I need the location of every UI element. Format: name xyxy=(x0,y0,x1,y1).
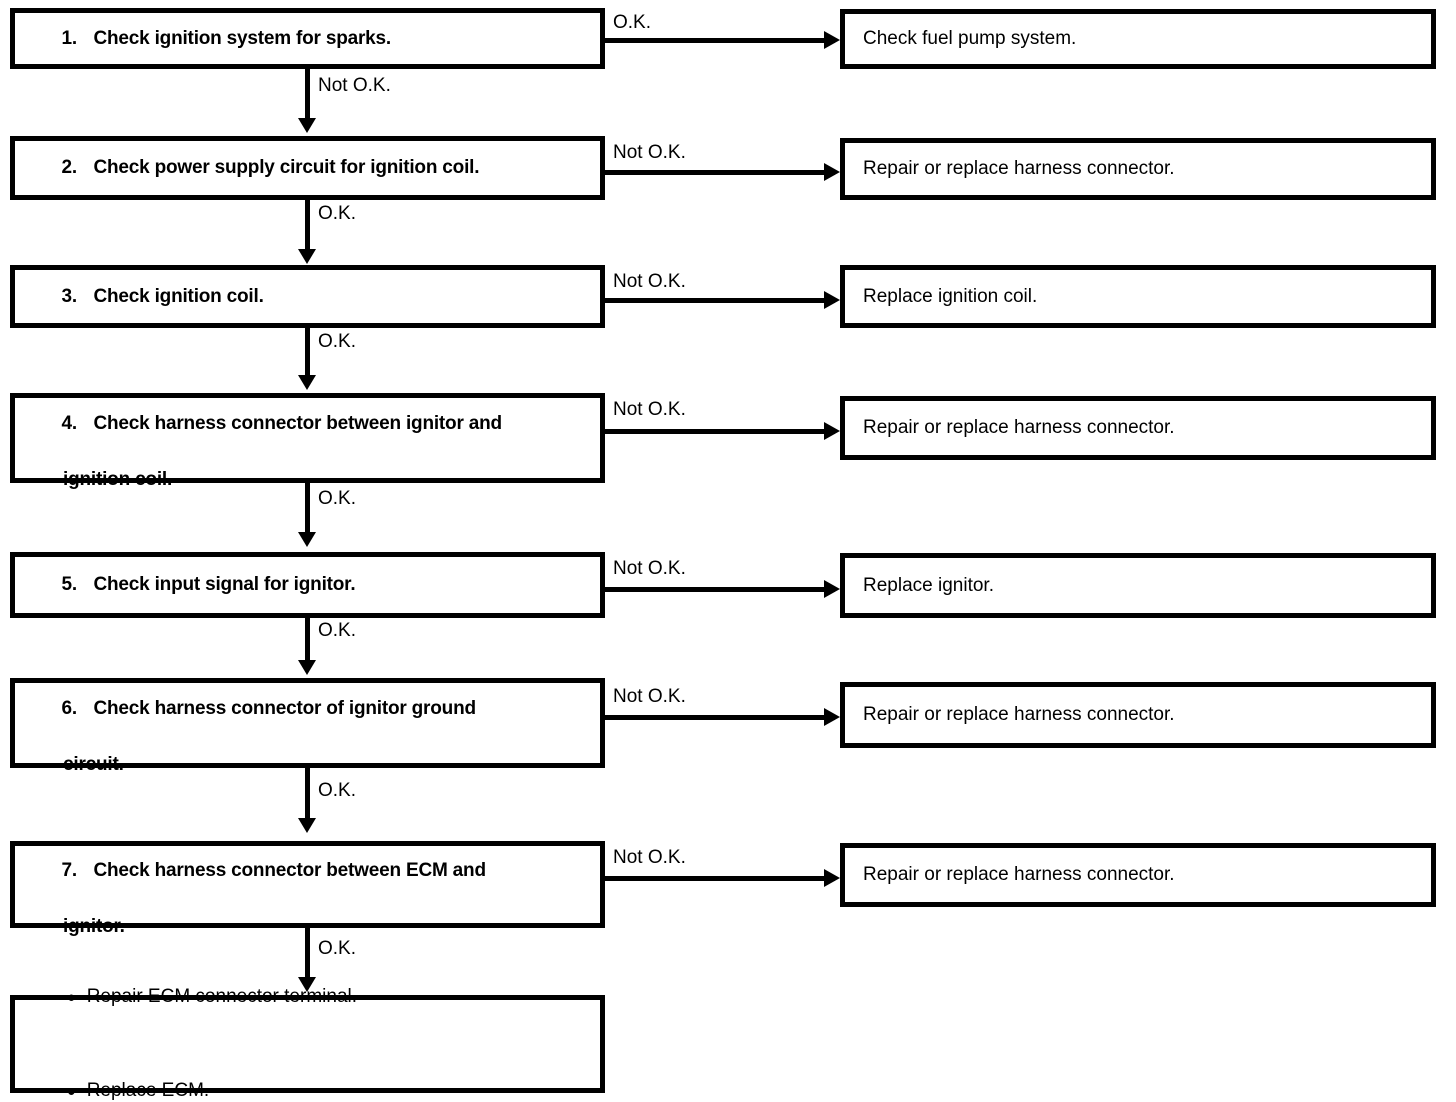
edge-label-5-down: O.K. xyxy=(318,620,357,641)
arrow-down-2 xyxy=(298,249,316,264)
connector-1-down xyxy=(305,69,310,121)
arrow-down-3 xyxy=(298,375,316,390)
edge-label-3-down: O.K. xyxy=(318,331,357,352)
step-2-label: Check power supply circuit for ignition … xyxy=(93,157,480,178)
result-5-label: Replace ignitor. xyxy=(863,574,994,596)
result-box-4[interactable]: Repair or replace harness connector. xyxy=(840,396,1436,460)
final-action-box[interactable]: ● Repair ECM connector terminal. ● Replace… xyxy=(10,986,605,1101)
result-6-label: Repair or replace harness connector. xyxy=(863,704,1175,725)
result-box-6[interactable]: Repair or replace harness connector. xyxy=(840,682,1436,748)
step-5-number: 5. xyxy=(61,574,77,595)
arrow-right-5 xyxy=(824,580,840,598)
edge-label-4-branch: Not O.K. xyxy=(613,399,686,420)
step-3-text: 3. Check ignition coil. xyxy=(15,255,600,339)
step-6-text: 6. Check harness connector of ignitor gro… xyxy=(15,667,600,751)
connector-4-right xyxy=(605,429,835,434)
step-7-label-line2: ignitor. xyxy=(63,915,125,937)
connector-3-right xyxy=(605,298,835,303)
connector-5-down xyxy=(305,618,310,663)
step-1-number: 1. xyxy=(61,27,77,49)
connector-6-right xyxy=(605,715,835,720)
edge-label-3-branch: Not O.K. xyxy=(613,271,686,292)
step-6-number: 6. xyxy=(61,698,77,719)
result-1-label: Check fuel pump system. xyxy=(863,28,1077,49)
arrow-down-7 xyxy=(298,977,316,992)
result-box-1[interactable]: Check fuel pump system. xyxy=(840,9,1436,69)
step-3-number: 3. xyxy=(61,285,77,307)
edge-label-2-down: O.K. xyxy=(318,203,357,224)
edge-label-6-branch: Not O.K. xyxy=(613,686,686,707)
edge-label-7-down: O.K. xyxy=(318,938,357,959)
step-2-text: 2. Check power supply circuit for ignitio… xyxy=(15,126,600,210)
final-item-2: ● Replace ECM. xyxy=(15,1044,600,1102)
step-5-text: 5. Check input signal for ignitor. xyxy=(15,543,600,627)
connector-2-right xyxy=(605,170,835,175)
edge-label-1-branch: O.K. xyxy=(613,12,652,33)
arrow-down-5 xyxy=(298,660,316,675)
arrow-right-3 xyxy=(824,291,840,309)
step-7-text: 7. Check harness connector between ECM an… xyxy=(15,829,600,913)
result-2-label: Repair or replace harness connector. xyxy=(863,158,1175,179)
arrow-down-1 xyxy=(298,118,316,133)
step-box-6[interactable]: 6. Check harness connector of ignitor gro… xyxy=(10,678,605,775)
step-1-text: 1. Check ignition system for sparks. xyxy=(15,0,600,81)
bullet-icon: ● xyxy=(66,1083,76,1100)
final-item-1: ● Repair ECM connector terminal. xyxy=(15,950,600,1044)
result-box-7[interactable]: Repair or replace harness connector. xyxy=(840,843,1436,907)
edge-label-6-down: O.K. xyxy=(318,780,357,801)
final-item-1-label: Repair ECM connector terminal. xyxy=(86,986,358,1007)
step-7-number: 7. xyxy=(61,859,77,881)
connector-7-right xyxy=(605,876,835,881)
edge-label-5-branch: Not O.K. xyxy=(613,558,686,579)
edge-label-1-down: Not O.K. xyxy=(318,75,391,96)
arrow-down-4 xyxy=(298,532,316,547)
step-box-4[interactable]: 4. Check harness connector between ignito… xyxy=(10,393,605,490)
result-box-5[interactable]: Replace ignitor. xyxy=(840,553,1436,618)
edge-label-2-branch: Not O.K. xyxy=(613,142,686,163)
bullet-icon: ● xyxy=(66,989,76,1006)
connector-4-down xyxy=(305,483,310,535)
step-4-number: 4. xyxy=(61,413,77,434)
connector-3-down xyxy=(305,328,310,378)
step-6-label-line2: circuit. xyxy=(63,754,124,775)
arrow-right-6 xyxy=(824,708,840,726)
result-7-label: Repair or replace harness connector. xyxy=(863,864,1175,885)
step-4-label: Check harness connector between ignitor … xyxy=(93,413,502,434)
step-1-label: Check ignition system for sparks. xyxy=(93,27,391,49)
result-4-label: Repair or replace harness connector. xyxy=(863,417,1175,438)
step-5-label: Check input signal for ignitor. xyxy=(93,574,356,595)
result-box-3[interactable]: Replace ignition coil. xyxy=(840,265,1436,328)
step-box-5[interactable]: 5. Check input signal for ignitor. xyxy=(10,552,605,618)
arrow-right-7 xyxy=(824,869,840,887)
edge-label-7-branch: Not O.K. xyxy=(613,847,686,868)
step-2-number: 2. xyxy=(61,157,77,178)
step-6-label: Check harness connector of ignitor groun… xyxy=(93,698,476,719)
step-3-label: Check ignition coil. xyxy=(93,285,264,307)
result-box-2[interactable]: Repair or replace harness connector. xyxy=(840,138,1436,200)
final-item-2-label: Replace ECM. xyxy=(86,1080,210,1101)
arrow-down-6 xyxy=(298,818,316,833)
arrow-right-4 xyxy=(824,422,840,440)
step-box-3[interactable]: 3. Check ignition coil. xyxy=(10,265,605,328)
step-7-label: Check harness connector between ECM and xyxy=(93,859,486,881)
connector-6-down xyxy=(305,768,310,821)
step-box-1[interactable]: 1. Check ignition system for sparks. xyxy=(10,8,605,69)
connector-7-down xyxy=(305,928,310,980)
connector-1-right xyxy=(605,38,835,43)
step-4-text: 4. Check harness connector between ignito… xyxy=(15,382,600,466)
step-4-label-line2: ignition coil. xyxy=(63,469,173,490)
step-box-2[interactable]: 2. Check power supply circuit for ignitio… xyxy=(10,136,605,200)
step-box-7[interactable]: 7. Check harness connector between ECM an… xyxy=(10,841,605,937)
connector-5-right xyxy=(605,587,835,592)
edge-label-4-down: O.K. xyxy=(318,488,357,509)
result-3-label: Replace ignition coil. xyxy=(863,285,1038,307)
arrow-right-1 xyxy=(824,31,840,49)
arrow-right-2 xyxy=(824,163,840,181)
connector-2-down xyxy=(305,200,310,252)
